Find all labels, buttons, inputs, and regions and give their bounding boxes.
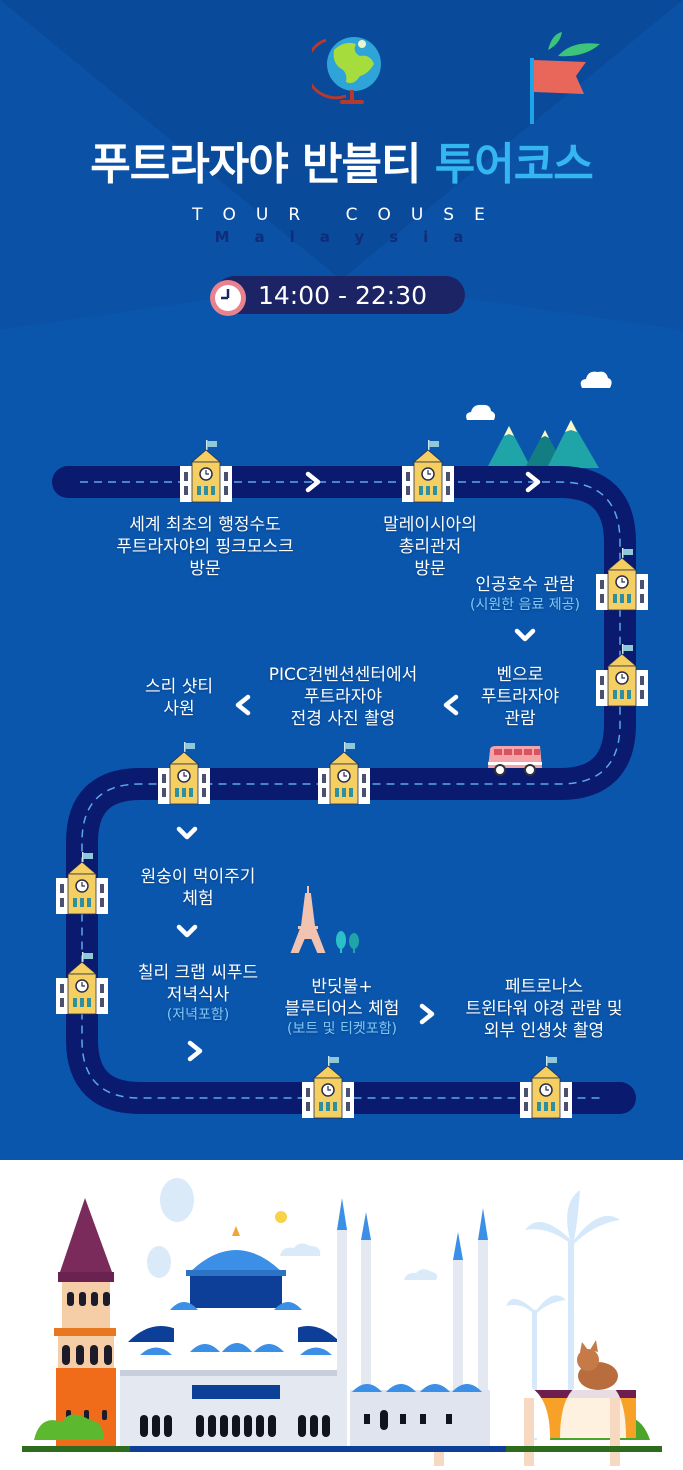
cat-icon xyxy=(577,1340,618,1390)
stop-text-line: 총리관저 xyxy=(398,537,462,557)
eiffel-tower-icon xyxy=(290,886,326,953)
chevron-left-icon xyxy=(232,694,254,716)
chevron-down-icon xyxy=(514,624,536,646)
istanbul-landmarks-scene xyxy=(22,1178,662,1470)
stop-text-line: 말레이시아의 xyxy=(383,515,477,535)
stop-text-line: 사원 xyxy=(163,699,195,719)
cloud-icon xyxy=(580,371,612,388)
stop-text-line: 전경 사진 촬영 xyxy=(290,709,396,729)
clock-tower-building-icon xyxy=(157,742,211,805)
clock-tower-building-icon xyxy=(55,852,109,915)
flag-icon xyxy=(530,32,600,124)
bush xyxy=(34,1414,104,1440)
stop-text-line: 푸트라자야 xyxy=(480,687,560,707)
stop-text-line: 세계 최초의 행정수도 xyxy=(129,515,281,535)
stop-text-line: 관람 xyxy=(504,709,536,729)
tour-poster: 푸트라자야 반블티 투어코스 TOUR COUSE Malaysia 14:00… xyxy=(0,0,683,1160)
chevron-right-icon xyxy=(184,1040,206,1062)
background-rays xyxy=(0,0,683,280)
clock-tower-building-icon xyxy=(317,742,371,805)
country-label: Malaysia xyxy=(214,228,489,246)
chevron-left-icon xyxy=(440,694,462,716)
palm-tree-icon xyxy=(506,1190,620,1440)
title-main: 푸트라자야 반블티 xyxy=(90,139,421,190)
cloud-icon xyxy=(280,1243,321,1256)
stop-note: (저녁포함) xyxy=(166,1007,230,1023)
chevron-down-icon xyxy=(176,822,198,844)
clock-icon xyxy=(210,280,246,316)
stop-text-line: 저녁식사 xyxy=(166,985,230,1005)
stop-text-line: 푸트라자야의 핑크모스크 xyxy=(116,537,294,557)
chevron-right-icon xyxy=(522,471,544,493)
stop-text-line: 블루티어스 체험 xyxy=(284,999,400,1019)
clock-tower-building-icon xyxy=(519,1056,573,1119)
stop-note: (시원한 음료 제공) xyxy=(470,597,580,613)
clock-tower-building-icon xyxy=(595,644,649,707)
landmarks-illustration xyxy=(0,1160,683,1470)
stop-text-line: 체험 xyxy=(182,889,214,909)
stop-text-line: 스리 샷티 xyxy=(145,677,213,697)
sun-icon xyxy=(275,1211,287,1223)
bus-icon xyxy=(488,746,542,776)
globe-icon xyxy=(312,37,381,104)
time-badge xyxy=(215,276,465,314)
stop-text-line: 방문 xyxy=(189,559,221,579)
clock-tower-building-icon xyxy=(401,440,455,503)
stop-text-line: 반딧불+ xyxy=(311,977,373,997)
clock-tower-building-icon xyxy=(301,1056,355,1119)
stop-text-line: 페트로나스 xyxy=(504,977,584,997)
chevron-down-icon xyxy=(176,920,198,942)
stop-text-line: 트윈타워 야경 관람 및 xyxy=(465,999,623,1019)
stop-label-9: 반딧불+블루티어스 체험 (보트 및 티켓포함) xyxy=(262,976,422,1038)
stop-text-line: 벤으로 xyxy=(496,665,544,685)
stop-text-line: 외부 인생샷 촬영 xyxy=(483,1021,605,1041)
stop-text-line: 인공호수 관람 xyxy=(475,575,575,595)
title-accent: 투어코스 xyxy=(434,139,594,190)
page-title: 푸트라자야 반블티 투어코스 xyxy=(0,128,683,192)
stop-text-line: 칠리 크랩 씨푸드 xyxy=(137,963,259,983)
clock-tower-building-icon xyxy=(179,440,233,503)
cloud-icon xyxy=(404,1269,438,1280)
minaret xyxy=(337,1198,488,1450)
clock-tower-building-icon xyxy=(595,548,649,611)
stop-note: (보트 및 티켓포함) xyxy=(287,1021,397,1037)
chevron-right-icon xyxy=(302,471,324,493)
subtitle: TOUR COUSE xyxy=(192,205,505,225)
time-range: 14:00 - 22:30 xyxy=(258,281,428,310)
cloud-icon xyxy=(466,404,495,420)
stop-text-line: PICC컨벤션센터에서 xyxy=(268,665,418,685)
stop-text-line: 푸트라자야 xyxy=(303,687,383,707)
clock-tower-building-icon xyxy=(55,952,109,1015)
stop-text-line: 원숭이 먹이주기 xyxy=(140,867,256,887)
stop-label-3: 인공호수 관람 (시원한 음료 제공) xyxy=(455,574,595,614)
mountains-icon xyxy=(487,420,599,468)
tree-icon xyxy=(336,931,359,953)
tower-roof xyxy=(60,1198,112,1272)
stop-text-line: 방문 xyxy=(414,559,446,579)
hot-air-balloon-icon xyxy=(147,1246,171,1278)
hot-air-balloon-icon xyxy=(160,1178,194,1222)
